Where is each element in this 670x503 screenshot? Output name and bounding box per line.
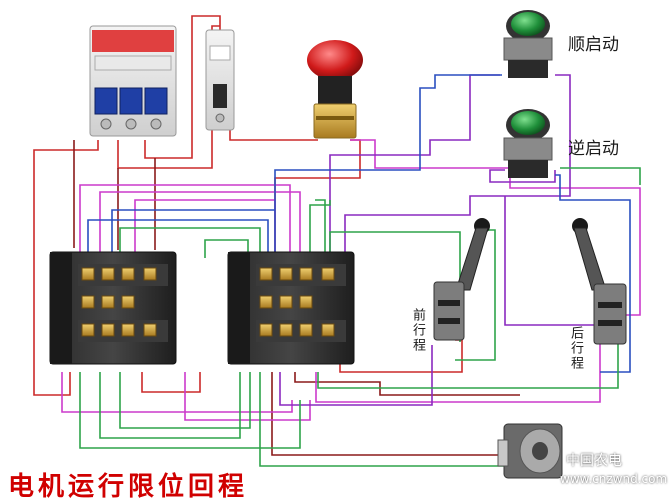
wire-purple-2 [489, 169, 556, 183]
wire-green-12 [204, 239, 249, 258]
wire-purple-3 [344, 74, 571, 258]
wires [33, 15, 641, 467]
wire-magenta-7 [184, 372, 311, 421]
wire-red-1 [33, 140, 99, 396]
reverse-start-button [503, 109, 553, 178]
wire-purple-4 [504, 196, 600, 326]
rear-limit-switch [572, 218, 627, 345]
contactor-1 [49, 251, 177, 365]
wire-blue-3 [111, 209, 275, 255]
wire-blue-4 [555, 174, 631, 373]
front-limit-switch [433, 218, 490, 341]
wire-green-8 [259, 372, 506, 467]
forward-start-button [503, 10, 553, 78]
wire-darkred-4 [294, 372, 520, 396]
wire-green-3 [560, 167, 641, 185]
diagram-title: 电机运行限位回程 [8, 472, 249, 502]
stop-button [307, 40, 363, 139]
wire-darkred-5 [271, 372, 510, 456]
wire-green-4 [455, 229, 496, 361]
wire-purple-5 [279, 345, 433, 406]
wire-red-4 [229, 130, 318, 141]
reverse-start-label: 逆启动 [568, 139, 619, 159]
wire-magenta-6 [315, 330, 601, 403]
contactor-2 [227, 251, 355, 365]
wire-magenta-1 [79, 184, 291, 258]
wire-red-2 [117, 25, 220, 169]
motor [497, 423, 563, 479]
three-pole-breaker [89, 25, 177, 137]
watermark: 中国农电 www.cnzwnd.com [560, 444, 670, 500]
wire-green-2 [309, 200, 331, 258]
wire-magenta-2 [99, 191, 301, 255]
wire-green-5 [79, 372, 301, 449]
wire-red-5 [141, 372, 201, 393]
forward-start-label: 顺启动 [568, 35, 619, 55]
wire-blue-2 [87, 219, 269, 256]
wire-blue-1 [274, 74, 502, 258]
wire-red-6 [274, 139, 361, 258]
wire-red-7 [339, 339, 463, 373]
front-travel-label: 前行程 [410, 308, 425, 353]
wire-green-11 [315, 199, 326, 258]
wire-red-3 [144, 15, 221, 159]
wire-green-6 [99, 372, 241, 439]
single-pole-breaker [205, 29, 235, 131]
wire-green-10 [317, 340, 619, 389]
watermark-url: www.cnzwnd.com [560, 472, 668, 486]
rear-travel-label: 后行程 [568, 326, 583, 371]
wire-green-7 [119, 372, 251, 429]
watermark-name: 中国农电 [566, 453, 622, 469]
wire-magenta-5 [61, 372, 293, 413]
wire-green-1 [119, 227, 261, 256]
